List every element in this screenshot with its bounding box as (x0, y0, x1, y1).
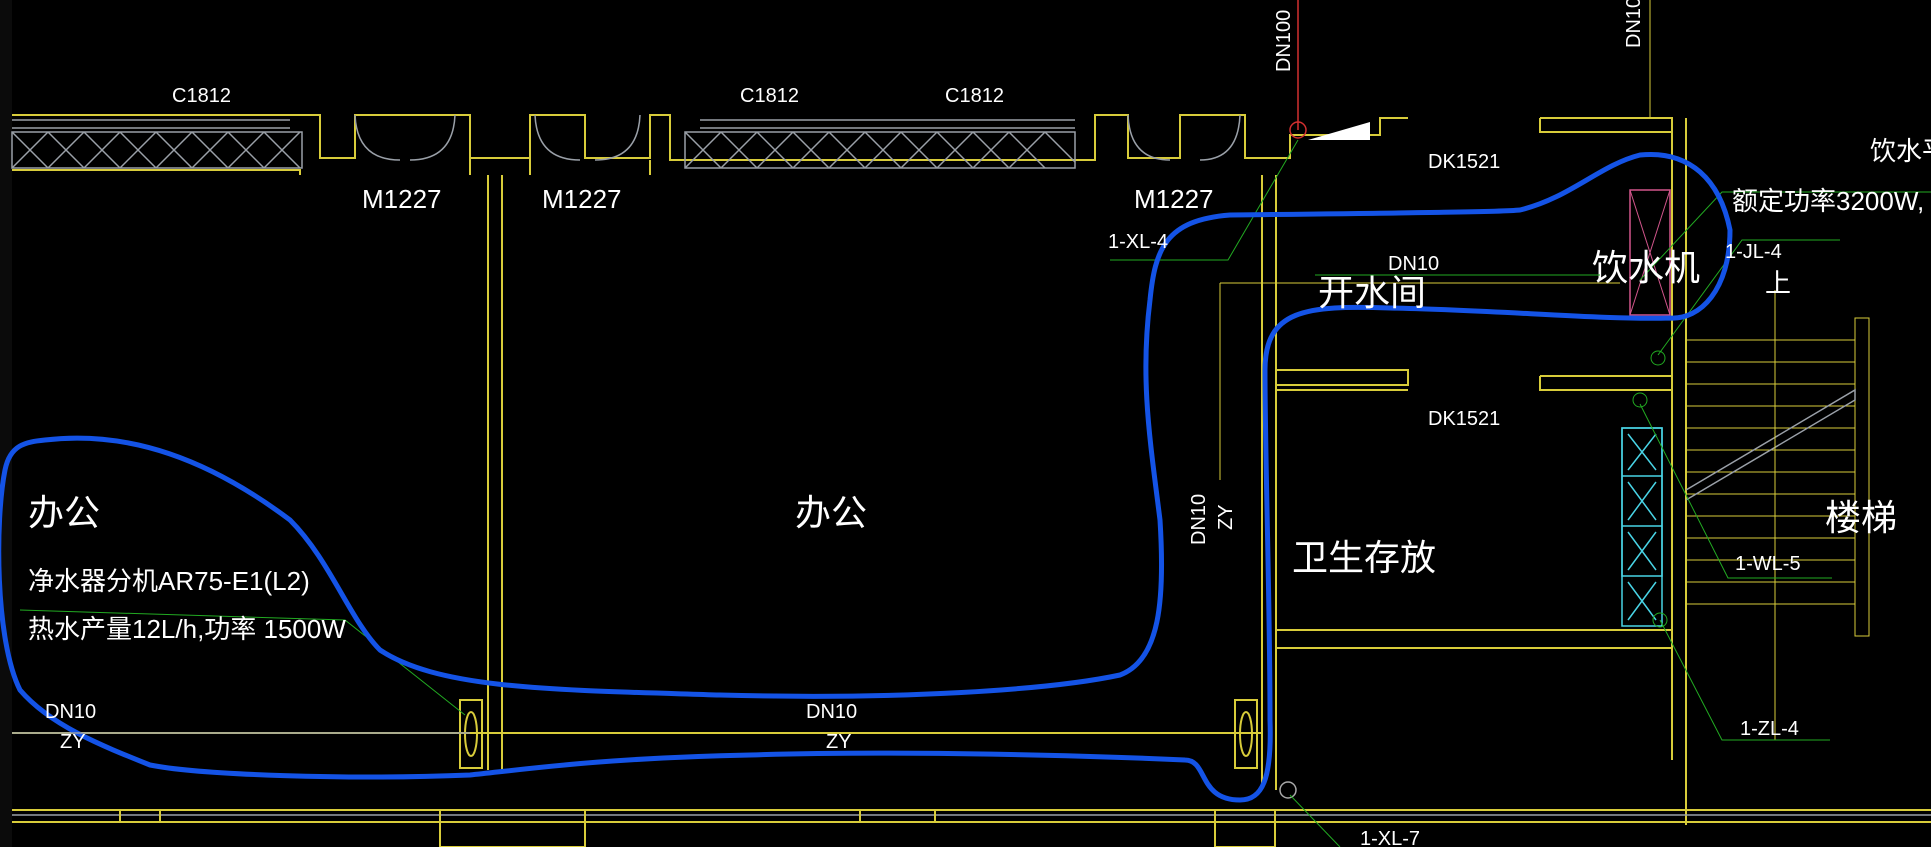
dn10-top-right-label: DN10 (1623, 0, 1645, 48)
tag-labels: 1-XL-4 1-JL-4 1-WL-5 1-ZL-4 1-XL-7 (1108, 231, 1801, 847)
door-labels: M1227 M1227 M1227 DK1521 DK1521 (362, 151, 1500, 430)
dn100-label: DN100 (1273, 10, 1295, 72)
top-wall (12, 114, 1408, 175)
rated-power-note: 额定功率3200W, (1732, 186, 1924, 216)
tag-1-wl-5: 1-WL-5 (1735, 553, 1801, 575)
tag-1-xl-bottom: 1-XL-7 (1360, 828, 1420, 847)
dn10-top-label: DN10 (1388, 253, 1439, 275)
window-label-1: C1812 (172, 85, 231, 107)
dk-label-top: DK1521 (1428, 151, 1500, 173)
pipe-fixtures (459, 121, 1668, 799)
door-label-3: M1227 (1134, 184, 1214, 214)
door-label-1: M1227 (362, 184, 442, 214)
room-office-middle: 办公 (795, 492, 867, 533)
tag-1-jl-4: 1-JL-4 (1725, 241, 1782, 263)
water-dispenser-box (1629, 189, 1671, 316)
tag-1-xl-4: 1-XL-4 (1108, 231, 1168, 253)
dn10-vertical-label: DN10 (1188, 494, 1210, 545)
stair-up-label: 上 (1765, 268, 1791, 298)
window-labels: C1812 C1812 C1812 (172, 85, 1004, 107)
room-boiling-water: 开水间 (1318, 272, 1426, 313)
storage-cabinets (1621, 427, 1663, 627)
door-label-2: M1227 (542, 184, 622, 214)
pipe-labels: DN100 DN10 DN10 DN10 ZY DN10 ZY DN10 ZY (45, 0, 1645, 753)
window-middle (684, 119, 1076, 169)
highlight-outline-left (0, 151, 1733, 803)
tag-1-zl-4: 1-ZL-4 (1740, 718, 1799, 740)
room-labels: 办公 办公 开水间 卫生存放 楼梯 上 (28, 268, 1897, 578)
window-label-2: C1812 (740, 85, 799, 107)
dn10-mid-label: DN10 (806, 701, 857, 723)
room-office-left: 办公 (28, 492, 100, 533)
dispenser-label: 饮水机 (1592, 247, 1700, 288)
left-ruler (0, 0, 12, 847)
dk-label-bottom: DK1521 (1428, 408, 1500, 430)
zy-vertical-label: ZY (1215, 504, 1237, 530)
zy-mid-label: ZY (826, 731, 852, 753)
window-label-3: C1812 (945, 85, 1004, 107)
zy-left-label: ZY (60, 731, 86, 753)
room-storage: 卫生存放 (1292, 537, 1436, 578)
dn10-left-label: DN10 (45, 701, 96, 723)
room-stair: 楼梯 (1825, 497, 1897, 538)
stair (1685, 290, 1870, 740)
purifier-note-line2: 热水产量12L/h,功率 1500W (28, 614, 346, 644)
top-right-note: 饮水平 (1870, 136, 1931, 166)
notes: 净水器分机AR75-E1(L2) 热水产量12L/h,功率 1500W 饮水机 … (28, 136, 1931, 644)
window-left (11, 119, 303, 169)
purifier-note-line1: 净水器分机AR75-E1(L2) (28, 566, 310, 596)
door-swings (354, 114, 1241, 161)
